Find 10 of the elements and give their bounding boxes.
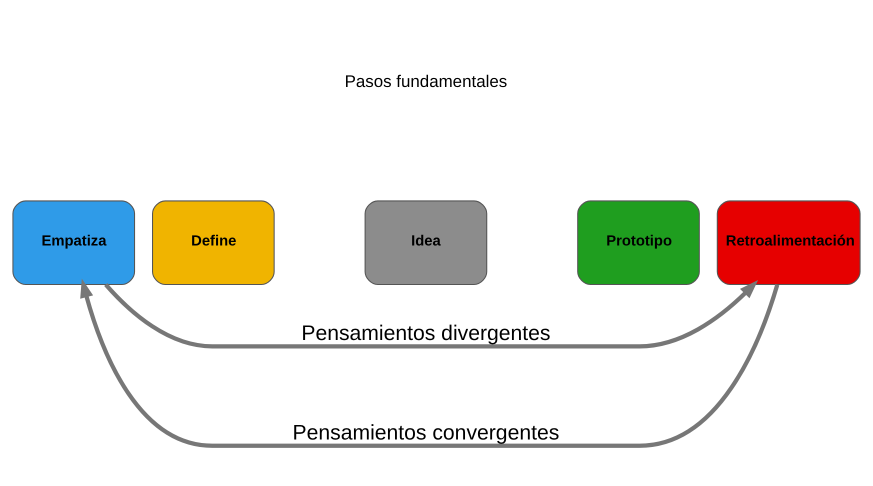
- arrow: [104, 280, 758, 348]
- node-box: Idea: [364, 200, 488, 285]
- node-box: Retroalimentación: [716, 200, 861, 285]
- arrow: [80, 278, 780, 448]
- edge-label: Pensamientos divergentes: [301, 322, 550, 345]
- edge-label: Pensamientos convergentes: [292, 420, 560, 444]
- label: Pasos fundamentales: [344, 72, 508, 91]
- node-box: Prototipo: [577, 200, 700, 285]
- node-box: Define: [152, 200, 275, 285]
- node-box: Empatiza: [12, 200, 136, 285]
